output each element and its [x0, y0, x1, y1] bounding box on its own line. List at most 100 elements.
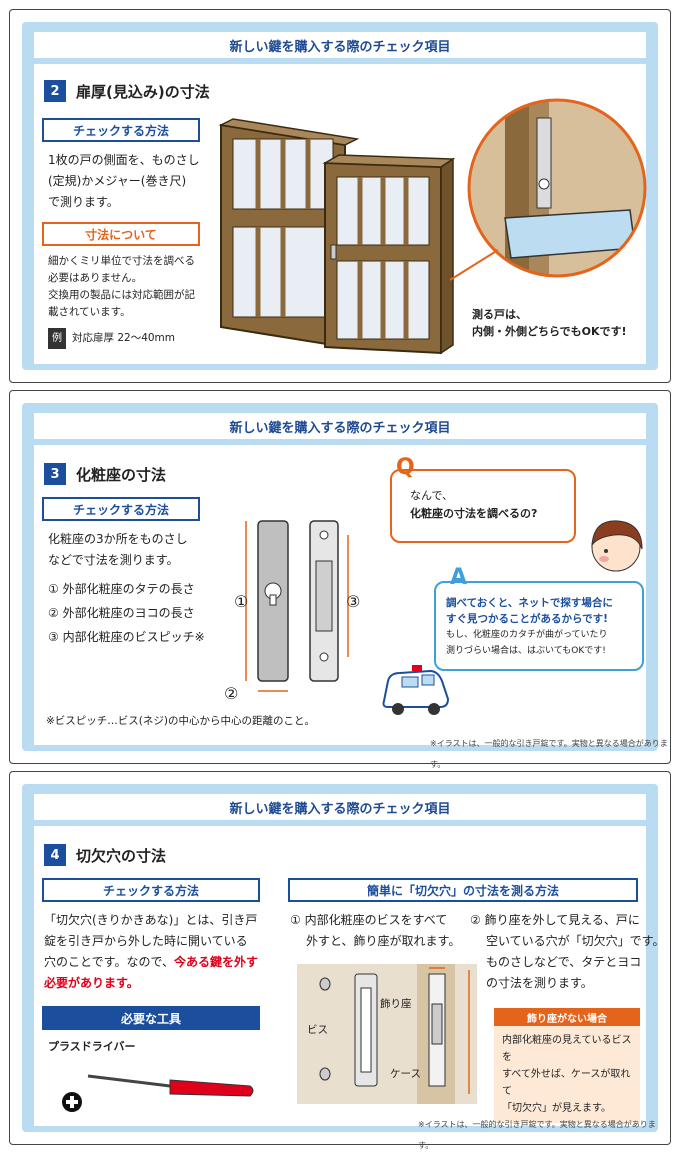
about-dimensions-label: 寸法について — [42, 222, 200, 246]
line: 「切欠穴(きりかきあな)」とは、引き戸 — [44, 913, 258, 927]
line: 載されています。 — [48, 306, 131, 318]
line: の寸法を測ります。 — [486, 976, 593, 990]
line: ② 飾り座を外して見える、戸に — [470, 913, 640, 927]
label-decorative-plate: 飾り座 — [380, 998, 412, 1010]
label-screw: ビス — [307, 1024, 328, 1036]
line: 化粧座の寸法を調べるの? — [410, 507, 538, 520]
cutout-diagram — [297, 964, 477, 1104]
list-item: ① 外部化粧座のタテの長さ — [48, 582, 195, 596]
screwdriver-icon — [62, 1074, 254, 1112]
banner-title: 新しい鍵を購入する際のチェック項目 — [229, 420, 451, 436]
front-door — [322, 154, 456, 355]
section-escutcheon-dimensions: 新しい鍵を購入する際のチェック項目 3 化粧座の寸法 チェックする方法 化粧座の… — [9, 390, 671, 769]
tools-label: 必要な工具 — [42, 1006, 260, 1030]
section-title: 2 扉厚(見込み)の寸法 — [44, 80, 210, 102]
step-2: ② 飾り座を外して見える、戸に 空いている穴が「切欠穴」です。 ものさしなどで、… — [470, 910, 664, 994]
check-method-label: チェックする方法 — [42, 497, 200, 521]
section-door-thickness: 新しい鍵を購入する際のチェック項目 2 扉厚(見込み)の寸法 チェックする方法 … — [9, 9, 671, 383]
line-text: 穴のことです。なので、 — [44, 955, 174, 969]
measure-items: ① 外部化粧座のタテの長さ ② 外部化粧座のヨコの長さ ③ 内部化粧座のビスピッ… — [48, 577, 205, 649]
line: 化粧座の3か所をものさし — [48, 532, 188, 546]
line: などで寸法を測ります。 — [48, 553, 179, 567]
dimension-2: ② — [224, 684, 239, 703]
section-number: 3 — [44, 463, 66, 485]
example-line: 例対応扉厚 22〜40mm — [48, 328, 175, 349]
line: 内側・外側どちらでもOKです! — [472, 325, 627, 338]
no-plate-description: 内部化粧座の見えているビスを すべて外せば、ケースが取れて 「切欠穴」が見えます… — [494, 1026, 640, 1123]
question-bubble — [390, 469, 576, 543]
line: 空いている穴が「切欠穴」です。 — [486, 934, 665, 948]
section-cutout-dimensions: 新しい鍵を購入する際のチェック項目 4 切欠穴の寸法 チェックする方法 「切欠穴… — [9, 771, 671, 1150]
back-door — [218, 118, 360, 349]
answer-text: 調べておくと、ネットで探す場合に すぐ見つかることがあるからです! もし、化粧座… — [446, 595, 613, 659]
about-dimensions-text: 寸法について — [85, 227, 157, 242]
line: ① 内部化粧座のビスをすべて — [290, 913, 448, 927]
dimension-3: ③ — [346, 592, 361, 611]
easy-method-text: 簡単に「切欠穴」の寸法を測る方法 — [366, 883, 559, 898]
list-item: ③ 内部化粧座のビスピッチ※ — [48, 630, 205, 644]
section-title: 4 切欠穴の寸法 — [44, 844, 166, 866]
line: 必要はありません。 — [48, 272, 143, 284]
escutcheon-diagram — [245, 520, 349, 692]
panel-banner: 新しい鍵を購入する際のチェック項目 — [34, 794, 646, 822]
question-text: なんで、 化粧座の寸法を調べるの? — [410, 487, 537, 523]
step-1: ① 内部化粧座のビスをすべて 外すと、飾り座が取れます。 — [290, 910, 460, 952]
line: 測る戸は、 — [472, 308, 527, 321]
line: もし、化粧座のカタチが曲がっていたり — [446, 630, 608, 640]
answer-bubble — [434, 581, 644, 671]
line: 「切欠穴」が見えます。 — [502, 1103, 611, 1114]
magnifier-detail — [467, 98, 647, 278]
easy-method-label: 簡単に「切欠穴」の寸法を測る方法 — [288, 878, 638, 902]
section-heading: 切欠穴の寸法 — [76, 846, 167, 865]
panel-banner: 新しい鍵を購入する際のチェック項目 — [34, 413, 646, 441]
list-item: ② 外部化粧座のヨコの長さ — [48, 606, 195, 620]
illustration-note: ※イラストは、一般的な引き戸錠です。実物と異なる場合があります。 — [418, 1120, 656, 1150]
line: ものさしなどで、タテとヨコ — [486, 955, 642, 969]
car-illustration — [382, 665, 450, 715]
emphasis: 必要があります。 — [44, 976, 139, 990]
line: 調べておくと、ネットで探す場合に — [446, 597, 613, 609]
panel-banner: 新しい鍵を購入する際のチェック項目 — [34, 32, 646, 60]
line: (定規)かメジャー(巻き尺) — [48, 174, 187, 188]
line: 細かくミリ単位で寸法を調べる — [48, 255, 195, 267]
illustration-note: ※イラストは、一般的な引き戸錠です。実物と異なる場合があります。 — [430, 739, 668, 769]
line: で測ります。 — [48, 195, 119, 209]
question-mark: Q — [396, 455, 415, 480]
check-method-text: チェックする方法 — [72, 502, 169, 517]
line: 測りづらい場合は、はぶいてもOKです! — [446, 646, 606, 656]
screws — [319, 977, 331, 1081]
check-method-description: 1枚の戸の側面を、ものさし (定規)かメジャー(巻き尺) で測ります。 — [48, 150, 200, 213]
section-title: 3 化粧座の寸法 — [44, 463, 166, 485]
no-plate-label: 飾り座がない場合 — [494, 1008, 640, 1026]
banner-title: 新しい鍵を購入する際のチェック項目 — [229, 801, 451, 817]
tool-name: プラスドライバー — [48, 1040, 136, 1053]
answer-mark: A — [450, 565, 468, 590]
line: すべて外せば、ケースが取れて — [502, 1069, 631, 1097]
example-tag: 例 — [48, 328, 66, 349]
check-method-label: チェックする方法 — [42, 878, 260, 902]
line: 1枚の戸の側面を、ものさし — [48, 153, 200, 167]
banner-title: 新しい鍵を購入する際のチェック項目 — [229, 39, 451, 55]
section-heading: 化粧座の寸法 — [76, 465, 167, 484]
line: 内部化粧座の見えているビスを — [502, 1035, 632, 1063]
line: 交換用の製品には対応範囲が記 — [48, 289, 195, 301]
check-method-description: 化粧座の3か所をものさし などで寸法を測ります。 — [48, 529, 188, 571]
line: 穴のことです。なので、今ある鍵を外す — [44, 952, 258, 973]
dimension-1: ① — [234, 592, 249, 611]
emphasis: 今ある鍵を外す — [173, 955, 258, 969]
character-face — [591, 520, 643, 572]
line: 錠を引き戸から外した時に開いている — [44, 934, 248, 948]
sliding-doors-illustration — [218, 118, 456, 355]
line: 外すと、飾り座が取れます。 — [306, 934, 461, 948]
about-dimensions-description: 細かくミリ単位で寸法を調べる 必要はありません。 交換用の製品には対応範囲が記 … — [48, 253, 195, 321]
check-method-description: 「切欠穴(きりかきあな)」とは、引き戸 錠を引き戸から外した時に開いている 穴の… — [44, 910, 258, 994]
check-method-label: チェックする方法 — [42, 118, 200, 142]
measure-caption: 測る戸は、 内側・外側どちらでもOKです! — [472, 306, 627, 340]
line: すぐ見つかることがあるからです! — [446, 613, 608, 625]
label-case: ケース — [390, 1068, 421, 1080]
pointer-line — [449, 249, 499, 281]
section-number: 2 — [44, 80, 66, 102]
line: なんで、 — [410, 489, 454, 502]
section-number: 4 — [44, 844, 66, 866]
section-heading: 扉厚(見込み)の寸法 — [76, 82, 210, 101]
